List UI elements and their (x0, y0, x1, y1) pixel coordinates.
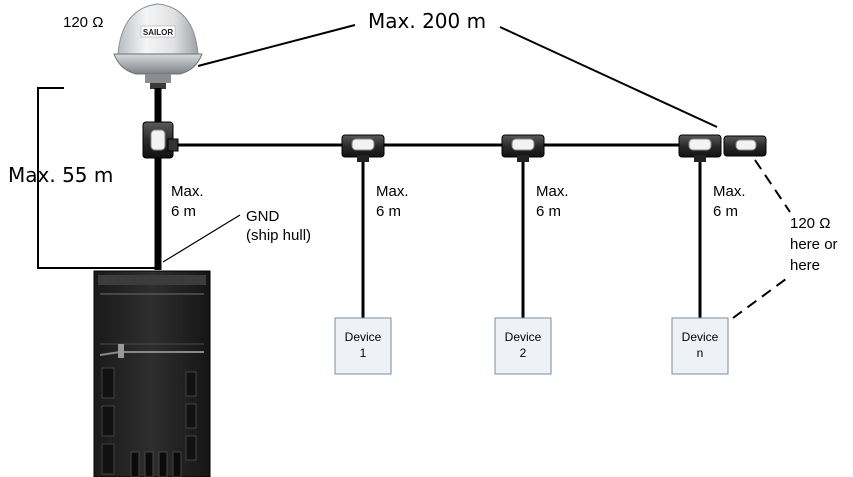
dimension-lines (37, 24, 791, 319)
t-connector-2 (501, 134, 545, 162)
svg-text:1: 1 (360, 346, 367, 360)
device-box-2: Device 2 (494, 317, 552, 375)
termination-pointer-upper (754, 159, 791, 213)
terminator-plug (723, 135, 767, 157)
device-box-1: Device 1 (334, 317, 392, 375)
antenna-brand-label: SAILOR (143, 28, 173, 37)
svg-text:n: n (697, 346, 704, 360)
max-bus-length-label: Max. 200 m (368, 9, 486, 33)
drop-length-label-4: Max. 6 m (713, 183, 750, 220)
max-drop-length-label: Max. 55 m (8, 163, 113, 187)
svg-text:Device: Device (345, 330, 382, 344)
cables (154, 88, 702, 318)
t-connector-n (678, 134, 722, 162)
antenna-termination-label: 120 Ω (63, 14, 103, 31)
termination-pointer-lower (732, 275, 791, 319)
antenna: SAILOR (113, 3, 203, 89)
drop-length-label-2: Max. 6 m (376, 183, 413, 220)
gnd-label: GND (ship hull) (246, 208, 311, 244)
drop-length-label-3: Max. 6 m (536, 183, 573, 220)
svg-text:Device: Device (682, 330, 719, 344)
device-box-n: Device n (671, 317, 729, 375)
termination-note-label: 120 Ω here or here (790, 215, 842, 274)
t-connector-1 (341, 134, 385, 162)
bus-length-line-left (197, 24, 356, 67)
below-deck-unit (93, 270, 211, 477)
bus-length-line-right (499, 26, 718, 128)
svg-text:2: 2 (520, 346, 527, 360)
gnd-pointer-line (162, 214, 241, 263)
t-connector-main (142, 121, 179, 159)
drop-length-bracket (37, 87, 158, 269)
svg-text:Device: Device (505, 330, 542, 344)
drop-length-label-1: Max. 6 m (171, 183, 208, 220)
